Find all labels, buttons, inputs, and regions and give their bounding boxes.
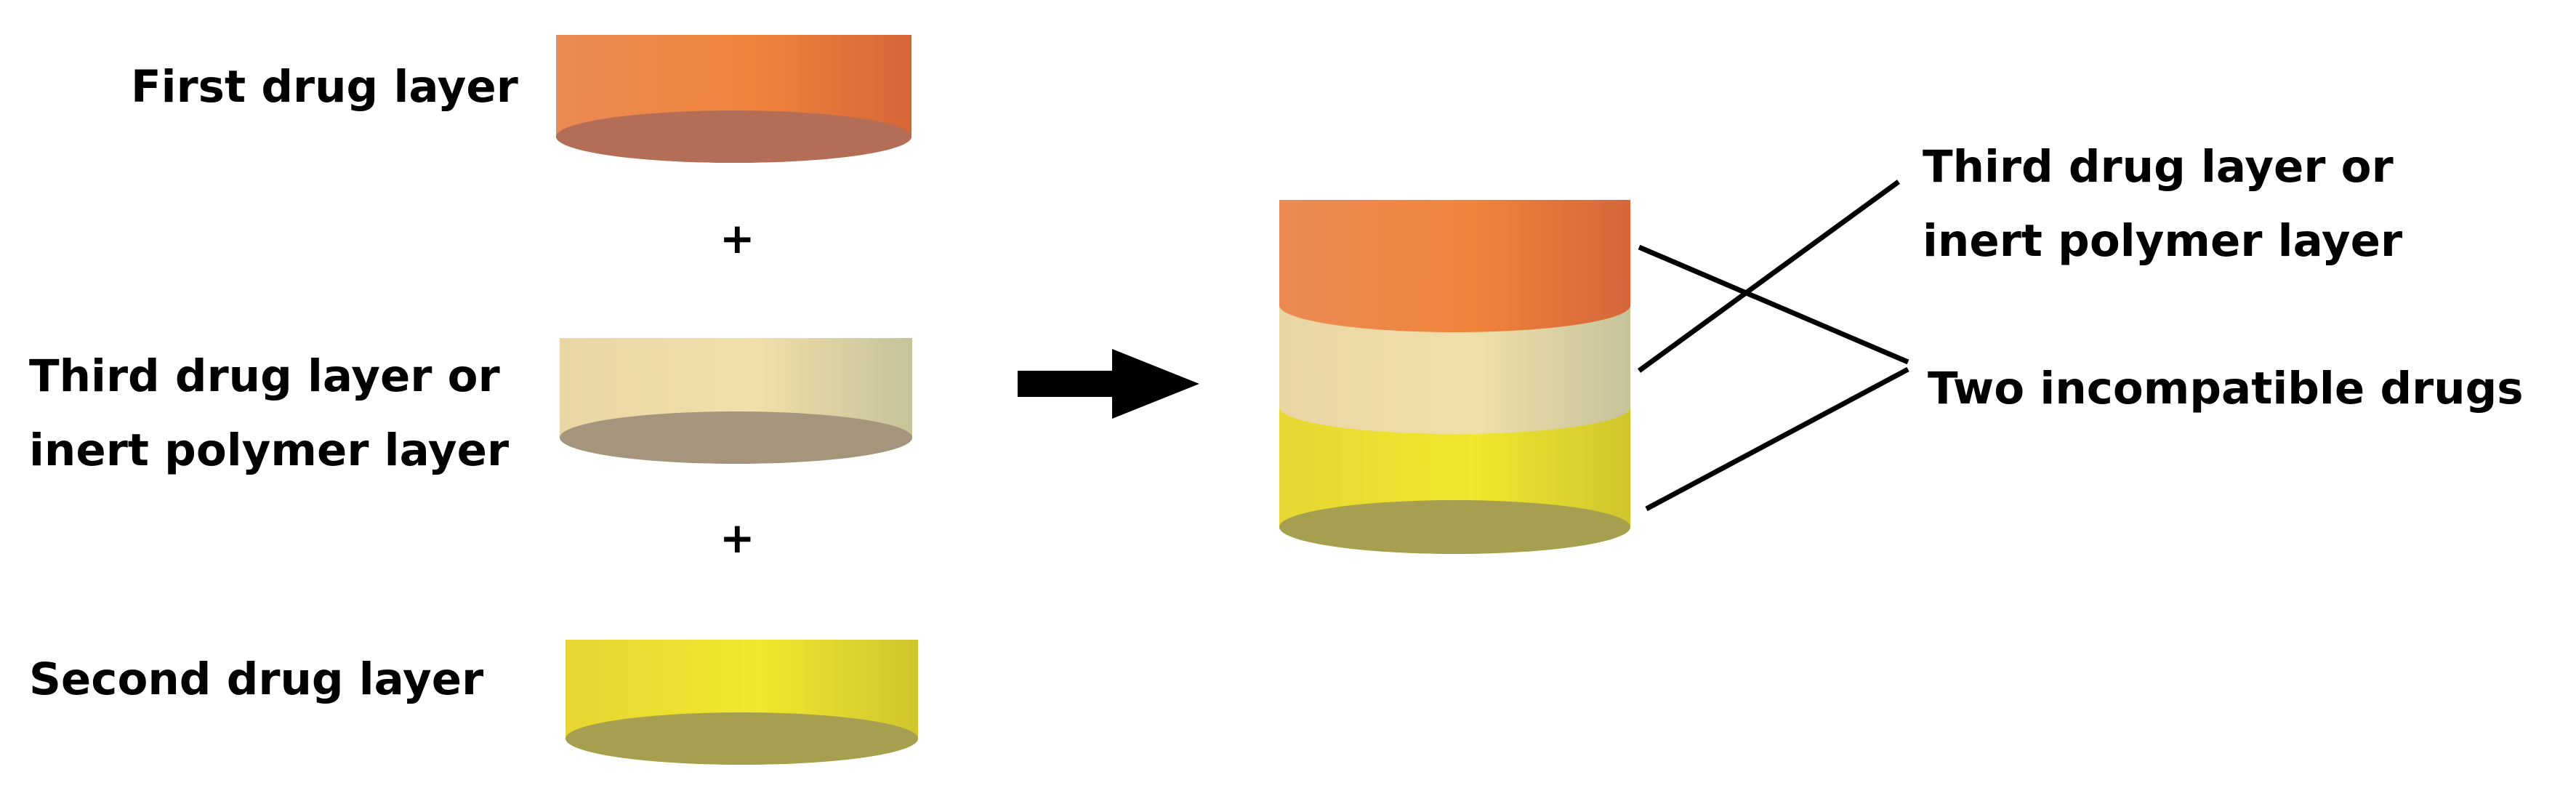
label-right-middle-line2: inert polymer layer: [1923, 215, 2402, 267]
stacked-tablet: [1279, 200, 1630, 554]
right-arrow-icon: [1018, 349, 1199, 419]
leader-line-beige: [1637, 180, 1901, 373]
second-drug-layer-disc: [565, 640, 918, 765]
label-two-incompatible-drugs: Two incompatible drugs: [1928, 363, 2524, 414]
stack-middle-beige-layer: [1279, 305, 1630, 434]
label-right-middle-line1: Third drug layer or: [1923, 141, 2394, 193]
stack-bottom-yellow-layer: [1279, 407, 1630, 554]
label-second-drug-layer: Second drug layer: [29, 654, 483, 705]
label-first-drug-layer: First drug layer: [131, 61, 518, 113]
stack-top-orange-layer: [1279, 200, 1630, 332]
label-middle-layer-line2: inert polymer layer: [29, 425, 509, 476]
leader-line-orange: [1638, 244, 1909, 365]
plus-sign-1: +: [720, 214, 755, 263]
label-middle-layer-line1: Third drug layer or: [29, 350, 500, 402]
middle-layer-disc: [560, 338, 912, 465]
leader-lines: [1637, 180, 1909, 512]
plus-sign-2: +: [720, 513, 755, 563]
first-drug-layer-disc: [556, 35, 911, 163]
leader-line-yellow: [1645, 366, 1909, 512]
